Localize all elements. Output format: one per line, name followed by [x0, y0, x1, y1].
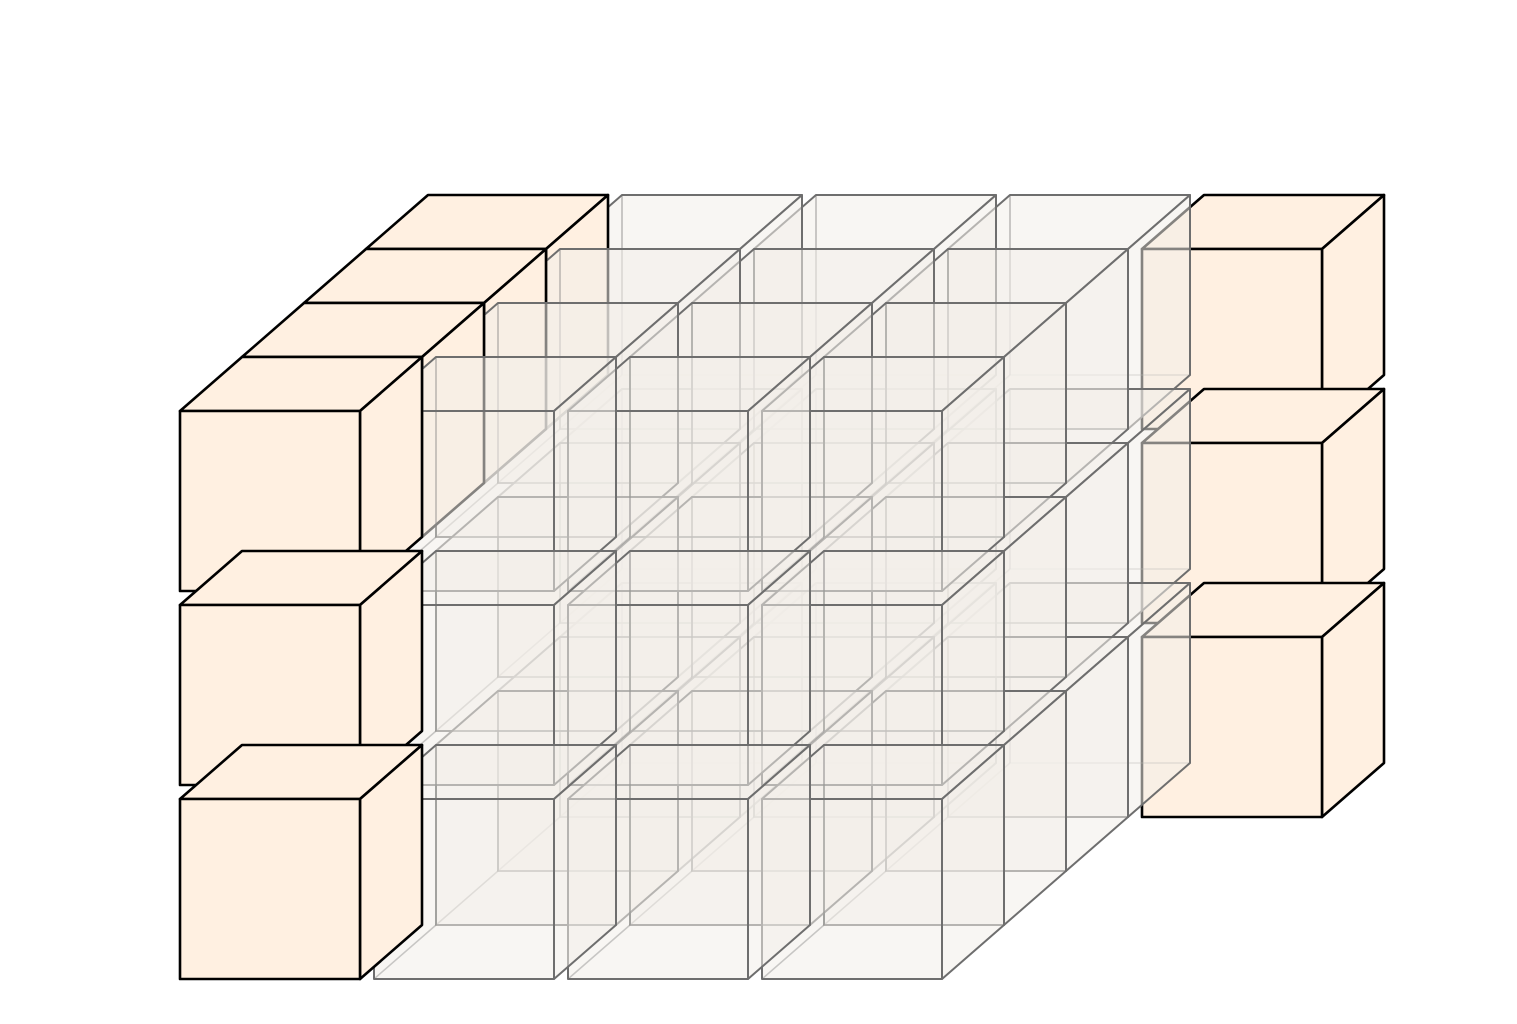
hidden-edge — [373, 924, 437, 980]
highlighted-cube — [178, 743, 424, 981]
ghost-cube — [761, 356, 1005, 592]
hidden-edge — [761, 924, 825, 980]
highlighted-cube — [178, 549, 424, 787]
ghost-cube — [373, 356, 617, 592]
front-face — [178, 797, 362, 981]
highlighted-cube — [178, 355, 424, 593]
hidden-edge — [567, 924, 631, 980]
